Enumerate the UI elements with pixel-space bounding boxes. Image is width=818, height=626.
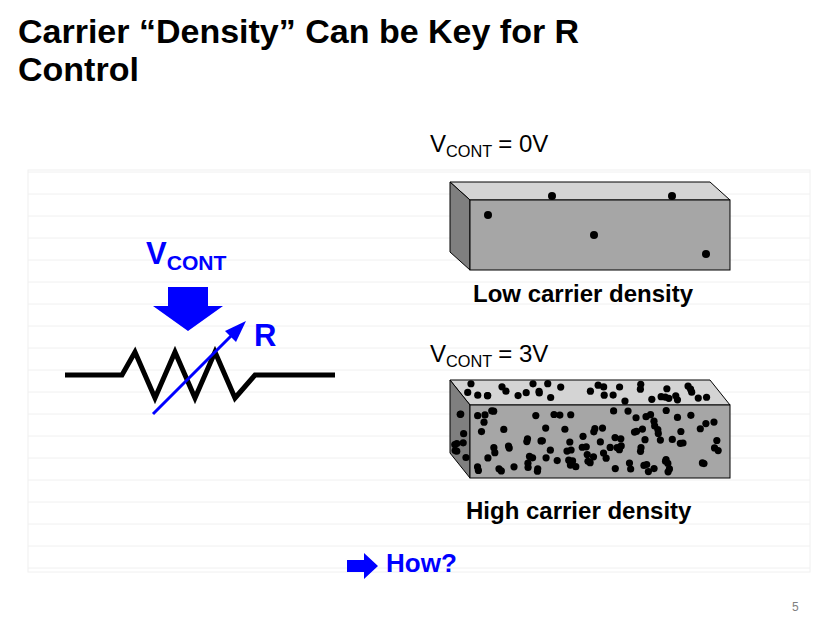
subscript: CONT bbox=[167, 251, 227, 274]
label-text: V bbox=[430, 340, 446, 367]
control-arrow bbox=[153, 287, 223, 331]
label-text: = 0V bbox=[498, 130, 548, 157]
bar-caption: High carrier density bbox=[466, 497, 691, 525]
voltage-condition: VCONT = 0V bbox=[430, 130, 548, 161]
slide-title: Carrier “Density” Can be Key for R Contr… bbox=[18, 12, 593, 88]
how-arrow bbox=[347, 553, 378, 579]
label-text: Low carrier density bbox=[473, 280, 693, 307]
page-number: 5 bbox=[792, 600, 799, 614]
voltage-condition: VCONT = 3V bbox=[430, 340, 548, 371]
resistor-symbol bbox=[65, 352, 335, 398]
label-text: = 3V bbox=[498, 340, 548, 367]
subscript: CONT bbox=[446, 142, 492, 160]
bar-caption: Low carrier density bbox=[473, 280, 693, 308]
label-text: High carrier density bbox=[466, 497, 691, 524]
control-voltage-label: VCONT bbox=[146, 236, 226, 275]
question-text: How? bbox=[386, 548, 457, 579]
label-text: 5 bbox=[792, 600, 799, 614]
background-grid bbox=[28, 170, 810, 572]
low-density-bar bbox=[450, 182, 730, 270]
variable-arrow bbox=[153, 321, 246, 414]
label-text: How? bbox=[386, 548, 457, 578]
label-text: V bbox=[146, 236, 167, 271]
subscript: CONT bbox=[446, 352, 492, 370]
label-text: R bbox=[254, 318, 276, 353]
high-density-bar bbox=[450, 380, 730, 478]
resistance-label: R bbox=[254, 318, 276, 354]
label-text: V bbox=[430, 130, 446, 157]
